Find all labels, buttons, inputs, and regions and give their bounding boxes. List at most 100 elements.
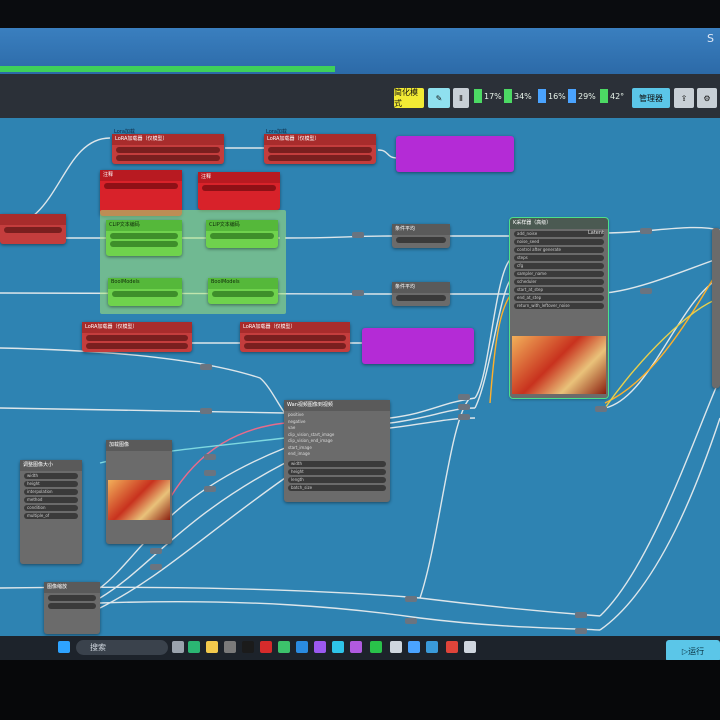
param-length[interactable]: length [288, 476, 386, 483]
param-cfg[interactable]: cfg [514, 263, 604, 269]
app-icon[interactable] [314, 641, 326, 653]
file-explorer-icon[interactable] [206, 641, 218, 653]
param-sampler-name[interactable]: sampler_name [514, 271, 604, 277]
widget-row[interactable] [48, 595, 96, 601]
widget-row[interactable] [244, 335, 346, 341]
model-loader-node[interactable] [0, 214, 66, 244]
app-icon[interactable] [332, 641, 344, 653]
widget-row[interactable] [268, 147, 372, 153]
reroute-node[interactable] [200, 408, 212, 414]
reroute-node[interactable] [204, 486, 216, 492]
app-icon[interactable] [296, 641, 308, 653]
param-condition[interactable]: condition [24, 505, 78, 511]
widget-row[interactable] [244, 343, 346, 349]
clip-encode-node[interactable]: CLIP文本编码 [206, 220, 278, 248]
widget-row[interactable] [86, 343, 188, 349]
param-return-leftover-noise[interactable]: return_with_leftover_noise [514, 303, 604, 309]
widget-row[interactable] [48, 603, 96, 609]
param-interpolation[interactable]: interpolation [24, 489, 78, 495]
reroute-node[interactable] [405, 596, 417, 602]
param-steps[interactable]: steps [514, 255, 604, 261]
reroute-node[interactable] [458, 394, 470, 400]
note-text[interactable] [104, 183, 178, 189]
output-node-partial[interactable] [712, 228, 720, 388]
browser-icon[interactable] [188, 641, 200, 653]
draw-icon[interactable]: ✎ [428, 88, 450, 108]
reroute-node[interactable] [640, 228, 652, 234]
note-node[interactable]: 注释 [100, 170, 182, 216]
note-node[interactable]: 注释 [198, 172, 280, 210]
windows-start-icon[interactable] [58, 641, 70, 653]
reroute-node[interactable] [640, 288, 652, 294]
widget-row[interactable] [212, 291, 274, 297]
widget-row[interactable] [110, 241, 178, 247]
app-icon[interactable] [390, 641, 402, 653]
wechat-icon[interactable] [370, 641, 382, 653]
steam-icon[interactable] [426, 641, 438, 653]
conditioning-node[interactable]: 条件平均 [392, 224, 450, 248]
widget-row[interactable] [116, 155, 220, 161]
app-icon[interactable] [350, 641, 362, 653]
input-positive[interactable]: positive [288, 412, 304, 417]
input-start-image[interactable]: start_image [288, 444, 312, 450]
param-end-at-step[interactable]: end_at_step [514, 295, 604, 301]
lora-loader-node[interactable]: LoRA加载器（仅模型） [82, 322, 192, 352]
lora-loader-node[interactable]: LoRA加载器（仅模型） [240, 322, 350, 352]
widget-row[interactable] [210, 233, 274, 239]
widget-row[interactable] [4, 227, 62, 233]
reroute-node[interactable] [200, 364, 212, 370]
input-negative[interactable]: negative [288, 418, 306, 424]
share-icon[interactable]: ⇪ [674, 88, 694, 108]
param-scheduler[interactable]: scheduler [514, 279, 604, 285]
app-icon[interactable] [242, 641, 254, 653]
app-icon[interactable] [278, 641, 290, 653]
param-height[interactable]: height [24, 481, 78, 487]
reroute-node[interactable] [575, 628, 587, 634]
image-to-video-node[interactable]: Wan视频图像到视频 positive negative vae clip_vi… [284, 400, 390, 502]
reroute-node[interactable] [405, 618, 417, 624]
app-icon[interactable] [224, 641, 236, 653]
reroute-node[interactable] [150, 548, 162, 554]
input-clip-vision-end[interactable]: clip_vision_end_image [288, 438, 333, 443]
app-icon[interactable] [408, 641, 420, 653]
clip-encode-node[interactable]: BoolModels [108, 278, 182, 306]
reroute-node[interactable] [595, 406, 607, 412]
param-control-after-generate[interactable]: control after generate [514, 247, 604, 253]
widget-row[interactable] [110, 233, 178, 239]
reroute-node[interactable] [575, 612, 587, 618]
lora-loader-node[interactable]: LoRA加载器（仅模型） [112, 134, 224, 164]
lora-loader-node[interactable]: LoRA加载器（仅模型） [264, 134, 376, 164]
reroute-node[interactable] [352, 290, 364, 296]
clip-encode-node[interactable]: BoolModels [208, 278, 278, 304]
reroute-node[interactable] [458, 414, 470, 420]
clip-encode-node[interactable]: CLIP文本编码 [106, 220, 182, 256]
param-add-noise[interactable]: add_noise [514, 231, 604, 237]
note-text[interactable] [202, 185, 276, 191]
app-icon[interactable] [260, 641, 272, 653]
widget-row[interactable] [86, 335, 188, 341]
param-width[interactable]: width [288, 460, 386, 467]
app-icon[interactable] [464, 641, 476, 653]
param-width[interactable]: width [24, 473, 78, 479]
resize-image-node[interactable]: 调整图像大小 width height interpolation method… [20, 460, 82, 564]
reroute-node[interactable] [204, 454, 216, 460]
reroute-node[interactable] [150, 564, 162, 570]
conditioning-node[interactable]: 条件平均 [392, 282, 450, 306]
widget-row[interactable] [116, 147, 220, 153]
input-vae[interactable]: vae [288, 425, 296, 430]
widget-row[interactable] [396, 295, 446, 301]
task-view-icon[interactable] [172, 641, 184, 653]
widget-row[interactable] [112, 291, 178, 297]
widget-row[interactable] [268, 155, 372, 161]
queue-button[interactable]: Ⅱ [453, 88, 469, 108]
manager-button[interactable]: 管理器 [632, 88, 670, 108]
browser-tab-title[interactable]: S [707, 32, 714, 45]
param-height[interactable]: height [288, 468, 386, 475]
text-prompt-node[interactable] [362, 328, 474, 364]
reroute-node[interactable] [352, 232, 364, 238]
param-batch-size[interactable]: batch_size [288, 484, 386, 491]
param-multiple-of[interactable]: multiple_of [24, 513, 78, 519]
input-end-image[interactable]: end_image [288, 451, 310, 456]
param-method[interactable]: method [24, 497, 78, 503]
upscale-node[interactable]: 图像缩放 [44, 582, 100, 634]
